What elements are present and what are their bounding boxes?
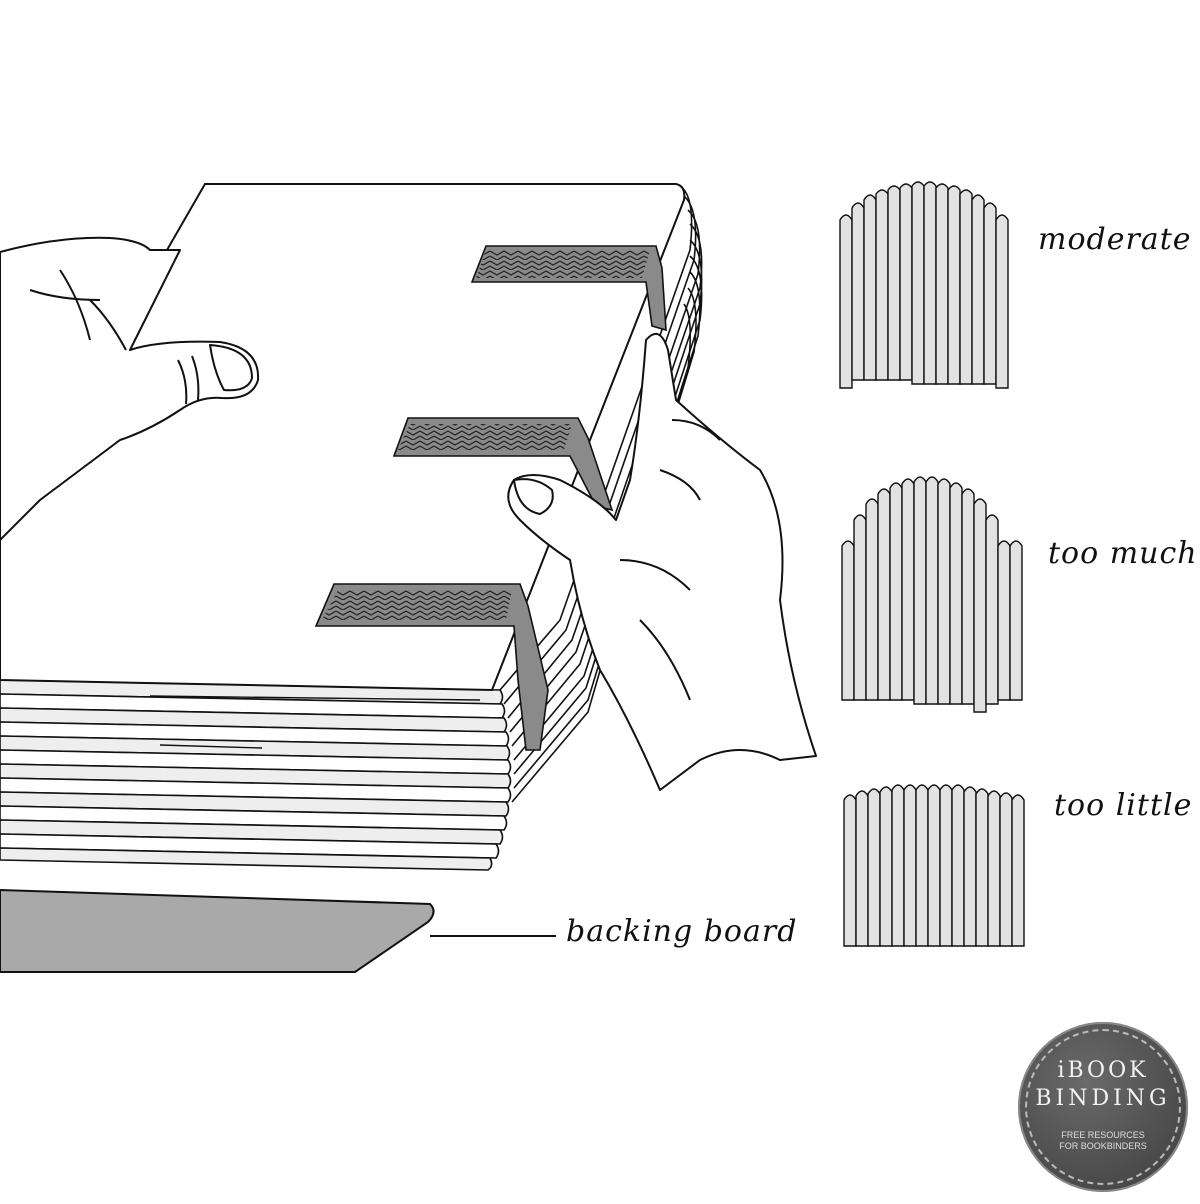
logo-tagline-line2: FOR BOOKBINDERS: [1018, 1141, 1188, 1152]
diagram-too-much: [842, 477, 1022, 712]
backing-board: [0, 890, 434, 972]
label-moderate: moderate: [1038, 222, 1192, 257]
ibookbinding-logo: iBOOK BINDING FREE RESOURCES FOR BOOKBIN…: [1018, 1022, 1188, 1192]
label-too-much: too much: [1048, 536, 1198, 571]
label-backing-board: backing board: [566, 914, 797, 949]
label-too-little: too little: [1054, 788, 1192, 823]
diagram-too-little: [844, 785, 1024, 946]
logo-tagline: FREE RESOURCES FOR BOOKBINDERS: [1018, 1130, 1188, 1152]
logo-text-binding: BINDING: [1018, 1086, 1188, 1111]
diagram-moderate: [840, 182, 1008, 388]
logo-tagline-line1: FREE RESOURCES: [1018, 1130, 1188, 1141]
logo-text-ibook: iBOOK: [1018, 1058, 1188, 1083]
book-block-signatures: [0, 680, 511, 870]
